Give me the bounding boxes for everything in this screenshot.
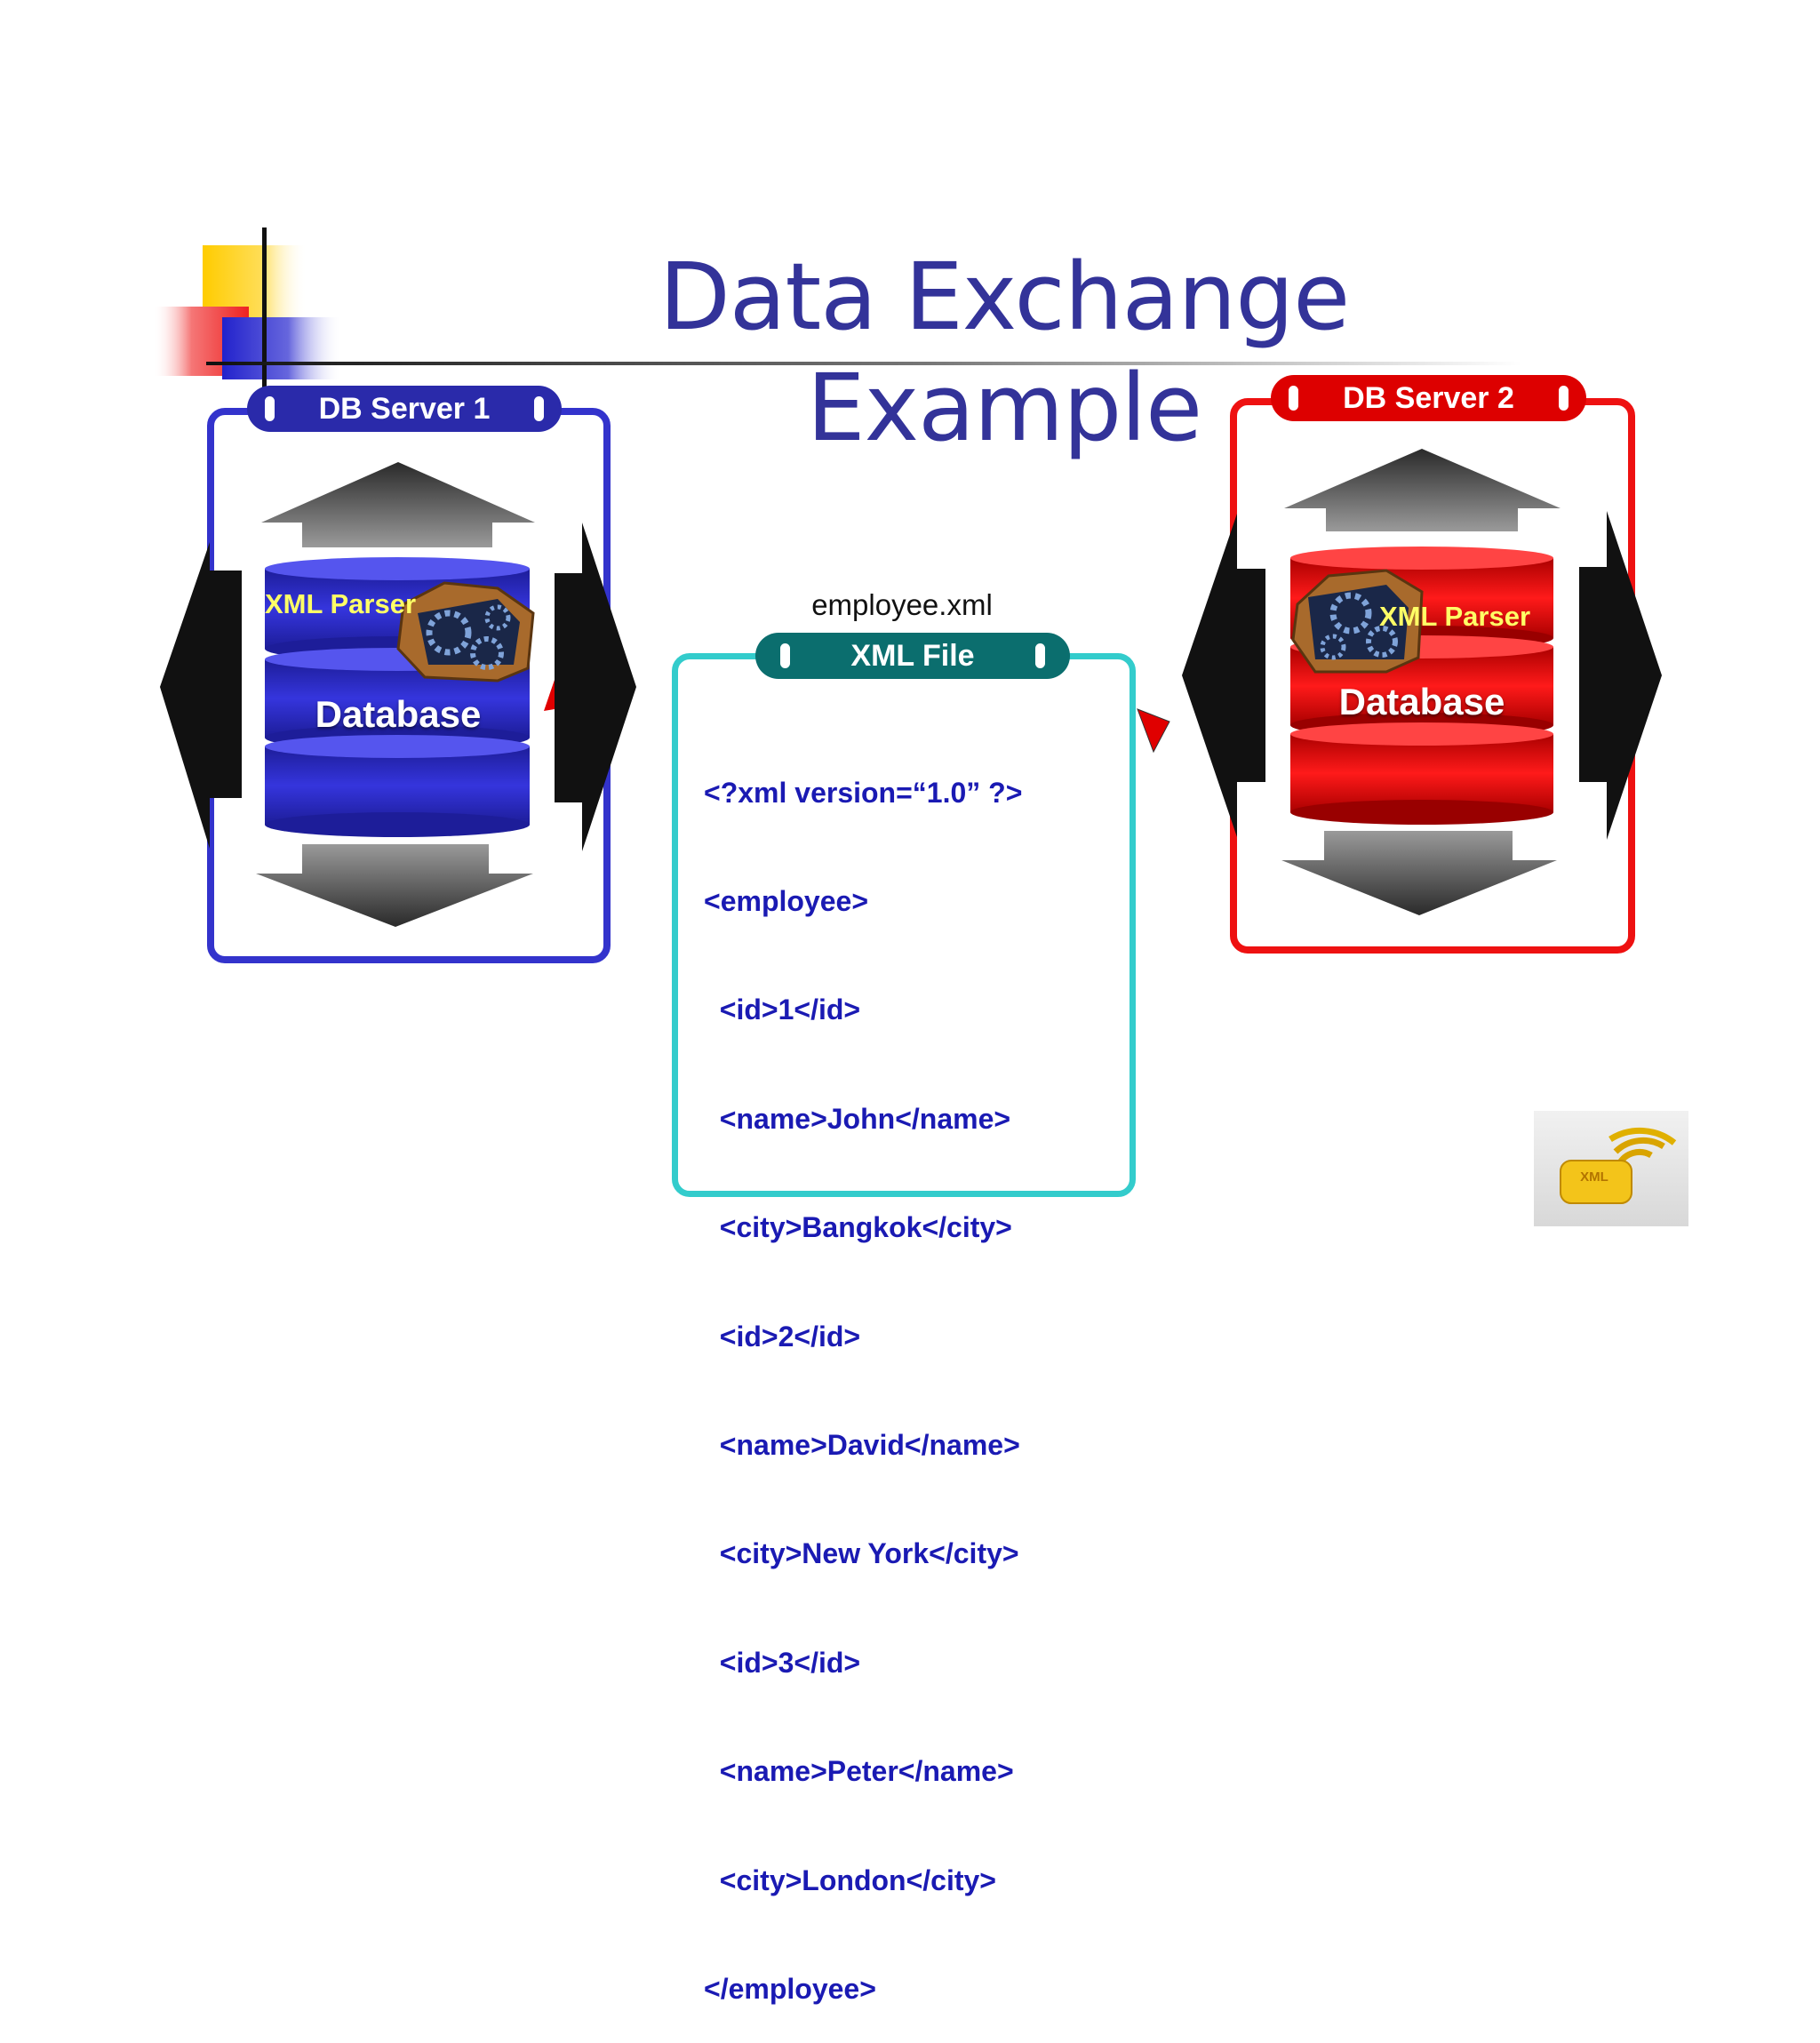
xml-wireless-icon bbox=[1560, 1127, 1677, 1204]
xml-code-line: <name>John</name> bbox=[704, 1102, 1011, 1135]
xml-file-label: XML File bbox=[850, 639, 975, 673]
xml-code-line: <id>2</id> bbox=[704, 1320, 861, 1353]
xml-logo-text: XML bbox=[1580, 1169, 1608, 1185]
xml-code-line: <city>London</city> bbox=[704, 1863, 996, 1896]
gears-icon bbox=[396, 581, 535, 682]
slide-title: Data Exchange Example bbox=[659, 243, 1351, 462]
red-arrowhead-icon bbox=[1137, 708, 1170, 754]
right-arrow-icon bbox=[555, 523, 636, 851]
xml-code-line: <name>Peter</name> bbox=[704, 1755, 1014, 1788]
xml-code-line: <id>1</id> bbox=[704, 994, 861, 1026]
left-arrow-icon bbox=[160, 542, 242, 849]
down-arrow-icon bbox=[1281, 831, 1557, 915]
xml-code-line: <city>New York</city> bbox=[704, 1537, 1019, 1570]
up-arrow-icon bbox=[261, 462, 535, 547]
right-arrow-icon bbox=[1579, 511, 1662, 840]
database-label-2: Database bbox=[1338, 681, 1505, 722]
db-server-2-graphics bbox=[1085, 449, 1662, 915]
deco-vertical-line bbox=[262, 227, 267, 387]
xml-parser-label-2: XML Parser bbox=[1379, 601, 1531, 632]
db-server-2-label: DB Server 2 bbox=[1343, 381, 1514, 415]
xml-code-line: <employee> bbox=[704, 884, 868, 917]
xml-file-header: XML File bbox=[755, 633, 1070, 679]
db-server-1-header: DB Server 1 bbox=[247, 386, 562, 432]
title-decoration bbox=[153, 227, 1521, 387]
xml-file-panel bbox=[672, 653, 1136, 1197]
database-label-1: Database bbox=[315, 693, 482, 735]
xml-logo: XML bbox=[1534, 1111, 1688, 1226]
xml-code-line: <name>David</name> bbox=[704, 1428, 1020, 1461]
xml-code-line: <?xml version=“1.0” ?> bbox=[704, 776, 1023, 809]
deco-blue-square bbox=[222, 317, 342, 379]
xml-code-block: <?xml version=“1.0” ?> <employee> <id>1<… bbox=[704, 702, 1022, 2043]
db-server-2-header: DB Server 2 bbox=[1271, 375, 1586, 421]
left-arrow-icon bbox=[1182, 514, 1265, 837]
xml-code-line: <city>Bangkok</city> bbox=[704, 1211, 1012, 1244]
red-arrowhead-icon bbox=[544, 680, 555, 711]
xml-code-line: <id>3</id> bbox=[704, 1646, 861, 1679]
db-server-1-label: DB Server 1 bbox=[318, 392, 491, 426]
xml-code-line: </employee> bbox=[704, 1972, 876, 2005]
db-server-1-graphics bbox=[160, 462, 636, 927]
gears-icon bbox=[1291, 569, 1424, 674]
xml-parser-label-1: XML Parser bbox=[265, 588, 417, 619]
xml-filename: employee.xml bbox=[811, 588, 993, 621]
title-rule bbox=[206, 362, 1521, 365]
down-arrow-icon bbox=[256, 844, 533, 927]
up-arrow-icon bbox=[1284, 449, 1561, 531]
